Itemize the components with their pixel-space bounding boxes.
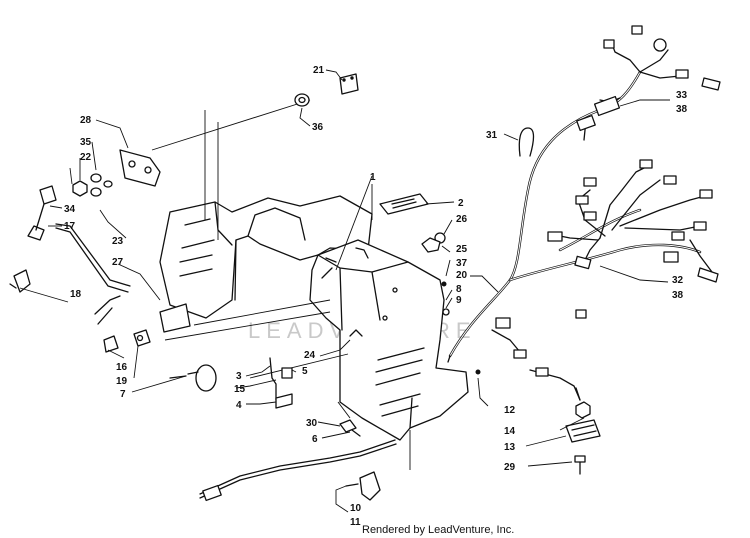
callout-12: 12 — [504, 405, 516, 416]
callout-leaders — [19, 69, 670, 513]
callout-11: 11 — [350, 517, 361, 528]
callout-7: 7 — [120, 389, 126, 400]
callout-5: 5 — [302, 366, 308, 377]
callout-23: 23 — [112, 236, 124, 247]
callout-16: 16 — [116, 362, 128, 373]
callout-36: 36 — [312, 122, 324, 133]
callout-6: 6 — [312, 434, 318, 445]
callout-4: 4 — [236, 400, 242, 411]
callout-31: 31 — [486, 130, 498, 141]
callout-24: 24 — [304, 350, 316, 361]
callout-17: 17 — [64, 221, 76, 232]
callout-15: 15 — [234, 384, 246, 395]
callout-21: 21 — [313, 65, 325, 76]
callout-2: 2 — [458, 198, 464, 209]
callout-19: 19 — [116, 376, 128, 387]
callout-35: 35 — [80, 137, 92, 148]
callout-28: 28 — [80, 115, 92, 126]
callout-22: 22 — [80, 152, 92, 163]
console-housing — [159, 195, 469, 441]
wiring-harness — [447, 25, 721, 401]
callout-8: 8 — [456, 284, 462, 295]
callout-13: 13 — [504, 442, 516, 453]
callout-33: 33 — [676, 90, 688, 101]
callout-14: 14 — [504, 426, 516, 437]
callout-3: 3 — [236, 371, 242, 382]
callout-10: 10 — [350, 503, 362, 514]
callout-32: 32 — [672, 275, 684, 286]
callout-1: 1 — [370, 172, 376, 183]
callout-20: 20 — [456, 270, 468, 281]
callout-9: 9 — [456, 295, 462, 306]
callout-25: 25 — [456, 244, 468, 255]
callout-38-bottom: 38 — [672, 290, 684, 301]
callout-37: 37 — [456, 258, 468, 269]
leader-lines — [151, 99, 411, 470]
callout-18: 18 — [70, 289, 82, 300]
callout-30: 30 — [306, 418, 318, 429]
callout-27: 27 — [112, 257, 124, 268]
callout-numbers: 21 36 28 35 22 34 17 18 23 27 1 2 26 25 … — [64, 65, 688, 528]
callout-38-top: 38 — [676, 104, 688, 115]
callout-26: 26 — [456, 214, 468, 225]
credit-text: Rendered by LeadVenture, Inc. — [362, 524, 514, 536]
callout-34: 34 — [64, 204, 76, 215]
callout-29: 29 — [504, 462, 516, 473]
